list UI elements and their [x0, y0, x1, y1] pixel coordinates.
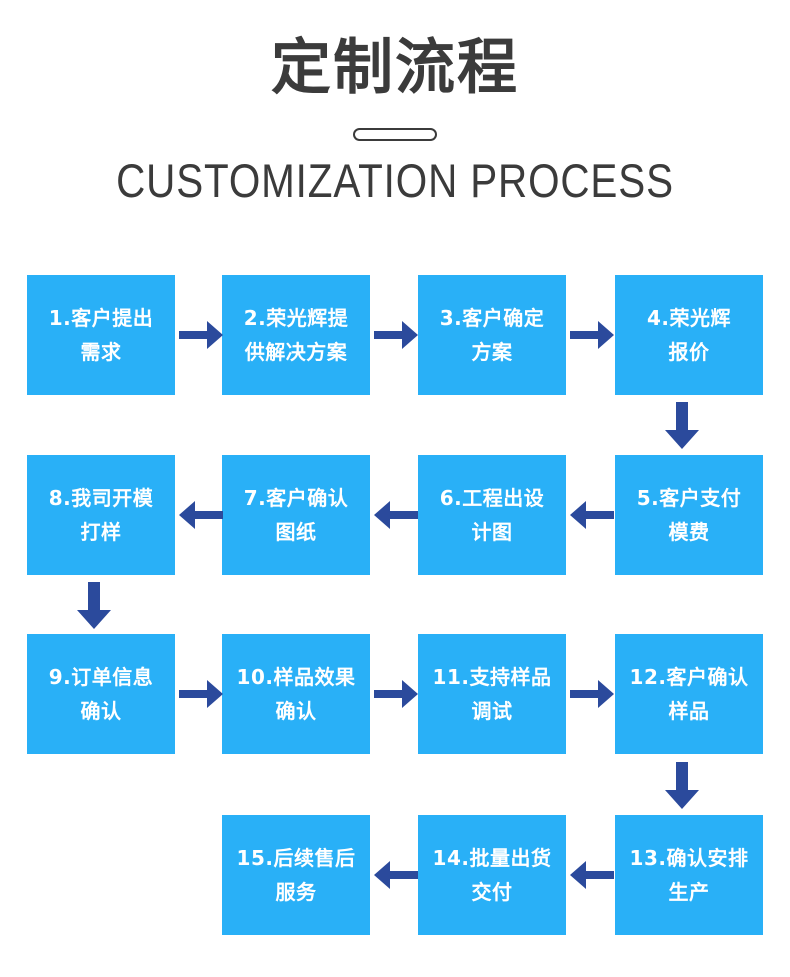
arrow-right-icon-9-to-10 — [177, 673, 225, 715]
flow-step-11[interactable]: 11.支持样品调试 — [418, 634, 566, 754]
flow-step-10-label: 10.样品效果确认 — [236, 665, 356, 723]
arrow-left-icon-7-to-8 — [177, 494, 225, 536]
arrow-down-icon-4-to-5 — [661, 400, 703, 452]
flow-step-2[interactable]: 2.荣光辉提供解决方案 — [222, 275, 370, 395]
flow-step-7[interactable]: 7.客户确认图纸 — [222, 455, 370, 575]
flow-step-13[interactable]: 13.确认安排生产 — [615, 815, 763, 935]
title-divider — [0, 128, 790, 141]
flow-step-7-label: 7.客户确认图纸 — [243, 486, 349, 544]
flow-step-6[interactable]: 6.工程出设计图 — [418, 455, 566, 575]
flow-step-5[interactable]: 5.客户支付模费 — [615, 455, 763, 575]
flow-step-8-label: 8.我司开模打样 — [48, 486, 154, 544]
flow-step-2-label: 2.荣光辉提供解决方案 — [243, 306, 349, 364]
flow-step-13-label: 13.确认安排生产 — [629, 846, 749, 904]
arrow-left-icon-5-to-6 — [568, 494, 616, 536]
page-title-chinese: 定制流程 — [271, 33, 519, 103]
flow-step-11-label: 11.支持样品调试 — [432, 665, 552, 723]
flow-step-10[interactable]: 10.样品效果确认 — [222, 634, 370, 754]
flow-step-5-label: 5.客户支付模费 — [636, 486, 742, 544]
pill-divider-icon — [353, 128, 437, 141]
flow-step-14[interactable]: 14.批量出货交付 — [418, 815, 566, 935]
flow-step-14-label: 14.批量出货交付 — [432, 846, 552, 904]
flow-step-1-label: 1.客户提出需求 — [48, 306, 154, 364]
flow-step-6-label: 6.工程出设计图 — [439, 486, 545, 544]
flow-step-3[interactable]: 3.客户确定方案 — [418, 275, 566, 395]
arrow-right-icon-3-to-4 — [568, 314, 616, 356]
arrow-right-icon-11-to-12 — [568, 673, 616, 715]
arrow-down-icon-8-to-9 — [73, 580, 115, 632]
arrow-left-icon-13-to-14 — [568, 854, 616, 896]
flow-step-9[interactable]: 9.订单信息确认 — [27, 634, 175, 754]
arrow-right-icon-10-to-11 — [372, 673, 420, 715]
flow-step-4[interactable]: 4.荣光辉报价 — [615, 275, 763, 395]
flow-step-9-label: 9.订单信息确认 — [48, 665, 154, 723]
flow-step-15[interactable]: 15.后续售后服务 — [222, 815, 370, 935]
flow-step-3-label: 3.客户确定方案 — [439, 306, 545, 364]
flow-step-15-label: 15.后续售后服务 — [236, 846, 356, 904]
arrow-right-icon-2-to-3 — [372, 314, 420, 356]
flow-step-4-label: 4.荣光辉报价 — [646, 306, 731, 364]
arrow-left-icon-14-to-15 — [372, 854, 420, 896]
flow-step-8[interactable]: 8.我司开模打样 — [27, 455, 175, 575]
flow-step-12[interactable]: 12.客户确认样品 — [615, 634, 763, 754]
flow-step-1[interactable]: 1.客户提出需求 — [27, 275, 175, 395]
arrow-left-icon-6-to-7 — [372, 494, 420, 536]
arrow-right-icon-1-to-2 — [177, 314, 225, 356]
flow-step-12-label: 12.客户确认样品 — [629, 665, 749, 723]
arrow-down-icon-12-to-13 — [661, 760, 703, 812]
page-title-english: CUSTOMIZATION PROCESS — [116, 154, 674, 207]
